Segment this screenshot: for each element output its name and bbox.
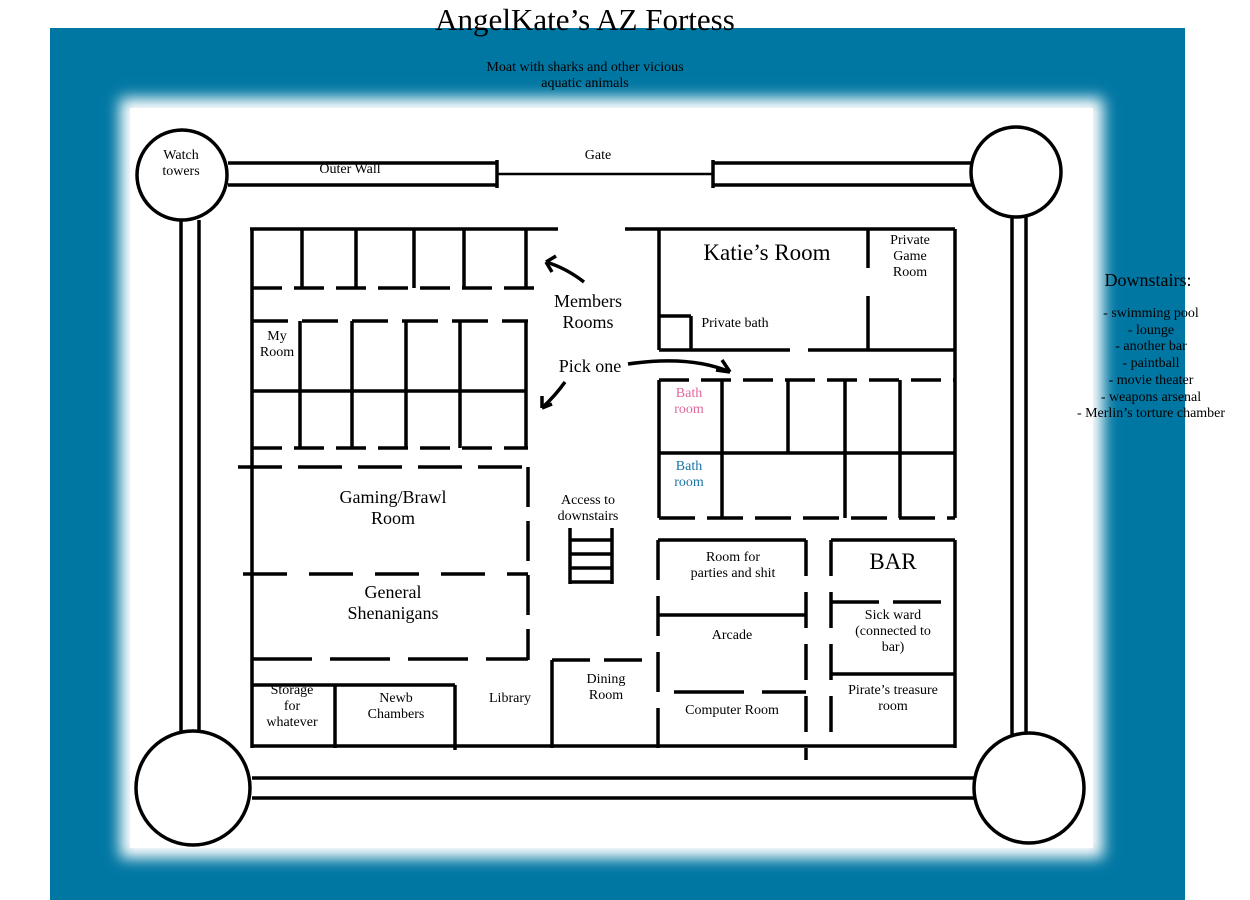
moat-label: Moat with sharks and other vicious aquat… <box>486 60 684 92</box>
members-rooms-block <box>250 227 558 660</box>
watch-tower-top-left <box>135 128 229 222</box>
right-rooms-walls <box>657 378 955 520</box>
downstairs-item: - paintball <box>1122 356 1180 372</box>
my-room-label: My Room <box>259 329 295 361</box>
downstairs-item: - another bar <box>1115 339 1187 355</box>
gate-label: Gate <box>584 148 612 163</box>
room-for-parties-label: Room for parties and shit <box>690 550 776 582</box>
outer-wall <box>179 160 1028 800</box>
bath-room-label-2: Bath room <box>674 459 704 491</box>
fortress-grounds <box>130 108 1093 848</box>
watch-towers <box>134 125 1086 847</box>
pirates-treasure-label: Pirate’s treasure room <box>848 683 938 715</box>
members-rooms-label: Members Rooms <box>554 291 622 332</box>
staircase-icon <box>568 528 614 584</box>
access-downstairs-label: Access to downstairs <box>557 493 619 525</box>
bottom-rooms-walls <box>250 658 955 750</box>
page-title: AngelKate’s AZ Fortess <box>435 2 735 37</box>
private-game-room-label: Private Game Room <box>890 233 930 281</box>
watch-tower-bottom-left <box>134 729 252 847</box>
downstairs-heading: Downstairs: <box>1104 270 1192 290</box>
pick-one-right-arrow-icon <box>627 359 732 374</box>
general-shenanigans-label: General Shenanigans <box>347 582 439 623</box>
gaming-brawl-room-label: Gaming/Brawl Room <box>339 487 447 528</box>
katies-room-walls <box>625 227 957 518</box>
arcade-label: Arcade <box>711 628 753 643</box>
library-label: Library <box>489 691 531 706</box>
newb-chambers-label: Newb Chambers <box>367 691 425 723</box>
watch-towers-label: Watch towers <box>162 148 200 180</box>
downstairs-item: - weapons arsenal <box>1100 389 1202 405</box>
private-bath-label: Private bath <box>701 316 769 331</box>
dining-room-label: Dining Room <box>586 672 626 704</box>
storage-label: Storage for whatever <box>266 683 318 731</box>
gaming-shenanigans-walls <box>238 465 530 661</box>
bath-room-label-1: Bath room <box>674 386 704 418</box>
bar-walls <box>829 538 957 748</box>
watch-tower-bottom-right <box>972 731 1086 845</box>
downstairs-item: - movie theater <box>1108 372 1194 388</box>
pick-one-label: Pick one <box>558 356 622 376</box>
downstairs-item: - Merlin’s torture chamber <box>1076 406 1226 422</box>
watch-tower-top-right <box>969 125 1063 219</box>
center-right-walls <box>656 538 808 760</box>
outer-wall-label: Outer Wall <box>319 162 381 177</box>
bar-label: BAR <box>869 549 917 574</box>
downstairs-list: - swimming pool- lounge- another bar- pa… <box>1052 306 1250 423</box>
computer-room-label: Computer Room <box>685 703 779 718</box>
katies-room-label: Katie’s Room <box>703 240 831 265</box>
downstairs-item: - swimming pool <box>1103 306 1199 321</box>
members-rooms-arrow-icon <box>544 254 586 284</box>
pick-one-down-arrow-icon <box>540 380 567 410</box>
downstairs-item: - lounge <box>1127 322 1175 338</box>
sick-ward-label: Sick ward (connected to bar) <box>855 608 931 656</box>
